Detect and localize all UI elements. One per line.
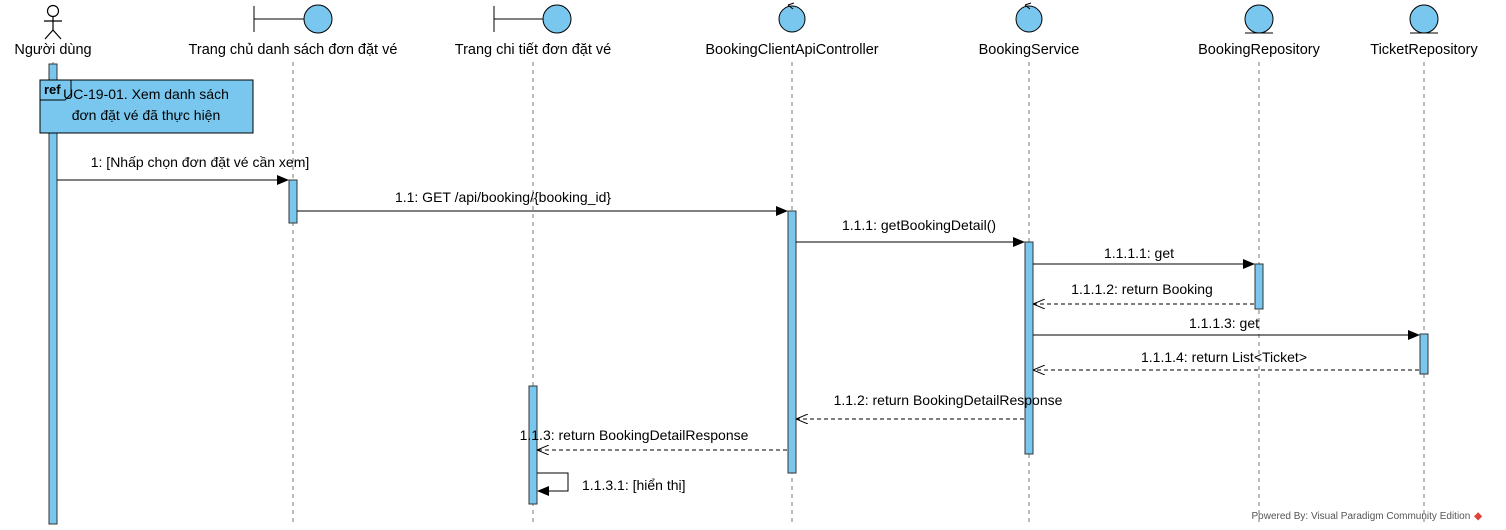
control-icon	[1015, 2, 1043, 33]
message-label: 1.1.3: return BookingDetailResponse	[520, 427, 749, 443]
control-icon	[778, 2, 806, 33]
message-1-1-2: 1.1.2: return BookingDetailResponse	[797, 392, 1063, 419]
message-label: 1.1: GET /api/booking/{booking_id}	[395, 189, 611, 205]
participant-label-booking-repo: BookingRepository	[1198, 42, 1320, 58]
message-label: 1.1.1: getBookingDetail()	[842, 217, 996, 233]
participant-label-ticket-repo: TicketRepository	[1370, 42, 1478, 58]
participant-label-user: Người dùng	[14, 42, 91, 58]
boundary-icon	[493, 4, 572, 34]
participant-label-controller: BookingClientApiController	[705, 42, 878, 58]
message-1-1-3-1-self: 1.1.3.1: [hiển thị]	[537, 472, 686, 496]
message-label: 1: [Nhấp chọn đơn đặt vé cần xem]	[91, 154, 310, 170]
message-label: 1.1.2: return BookingDetailResponse	[834, 392, 1063, 408]
activation-bar-ticket-repo	[1419, 333, 1429, 375]
message-label: 1.1.1.3: get	[1189, 315, 1259, 331]
message-1-1-1-1: 1.1.1.1: get	[1033, 245, 1255, 269]
activation-bar-booking-repo	[1254, 263, 1264, 310]
activation-bar-service	[1024, 241, 1034, 455]
ref-line-1: UC-19-01. Xem danh sách	[63, 86, 229, 102]
message-1-1: 1.1: GET /api/booking/{booking_id}	[297, 189, 788, 216]
message-1-1-1: 1.1.1: getBookingDetail()	[796, 217, 1025, 247]
message-1-1-3: 1.1.3: return BookingDetailResponse	[520, 427, 787, 450]
entity-icon	[1244, 4, 1274, 34]
ref-line-2: đơn đặt vé đã thực hiện	[72, 107, 221, 123]
activation-bar-user	[48, 63, 58, 525]
visual-paradigm-logo-icon: ◆	[1474, 511, 1482, 522]
boundary-icon	[253, 4, 333, 34]
participant-label-service: BookingService	[979, 42, 1080, 58]
message-1-1-1-2: 1.1.1.2: return Booking	[1034, 281, 1254, 304]
ref-tag: ref	[44, 82, 61, 97]
message-1: 1: [Nhấp chọn đơn đặt vé cần xem]	[57, 154, 310, 185]
activation-bar-controller	[787, 210, 797, 474]
participant-label-list-page: Trang chủ danh sách đơn đặt vé	[189, 42, 398, 58]
message-label: 1.1.1.1: get	[1104, 245, 1174, 261]
message-1-1-1-3: 1.1.1.3: get	[1033, 315, 1420, 340]
activation-bar-detail-page	[528, 385, 538, 505]
entity-icon	[1409, 4, 1439, 34]
footer-watermark: Powered By: Visual Paradigm Community Ed…	[1251, 511, 1482, 522]
message-label: 1.1.1.2: return Booking	[1071, 281, 1213, 297]
participant-label-detail-page: Trang chi tiết đơn đặt vé	[455, 42, 611, 58]
footer-text: Powered By: Visual Paradigm Community Ed…	[1251, 511, 1471, 522]
ref-fragment: ref UC-19-01. Xem danh sách đơn đặt vé đ…	[39, 79, 254, 134]
activation-bar-list-page	[288, 179, 298, 224]
actor-icon	[44, 4, 62, 40]
message-label: 1.1.3.1: [hiển thị]	[582, 477, 686, 493]
message-label: 1.1.1.4: return List<Ticket>	[1141, 349, 1307, 365]
lifelines	[52, 62, 1425, 524]
message-1-1-1-4: 1.1.1.4: return List<Ticket>	[1034, 349, 1419, 370]
